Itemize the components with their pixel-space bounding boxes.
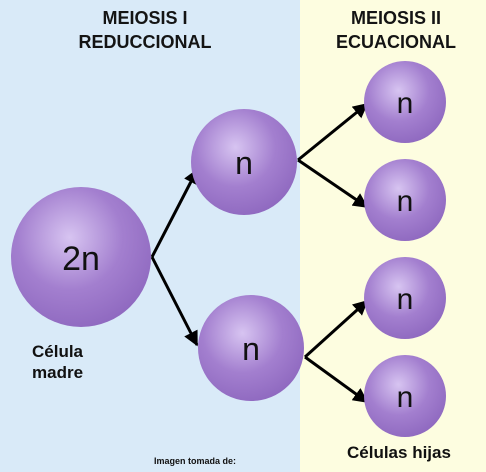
daughter-cell-3: n (364, 257, 446, 339)
meiosis2-title-line1: MEIOSIS II (350, 8, 442, 28)
arrow-bottom-to-daughter-3 (303, 299, 369, 359)
arrow-mother-to-bottom (150, 256, 199, 347)
meiosis1-bottom-cell: n (198, 295, 304, 401)
daughter-cell-4-label: n (397, 381, 414, 414)
arrow-top-to-daughter-1 (297, 102, 369, 162)
arrow-top-to-daughter-2 (297, 158, 369, 209)
meiosis1-title-line1: MEIOSIS I (102, 8, 188, 28)
meiosis1-title: MEIOSIS I REDUCCIONAL (40, 6, 250, 54)
daughter-cell-4: n (364, 355, 446, 437)
meiosis1-bottom-cell-label: n (242, 331, 260, 367)
meiosis2-title-line2: ECUACIONAL (336, 32, 456, 52)
mother-cell-caption-line2: madre (32, 363, 84, 382)
arrow-mother-to-top (150, 168, 199, 258)
mother-cell-caption: Célula madre (32, 341, 83, 383)
arrow-bottom-to-daughter-4 (304, 355, 369, 404)
mother-cell: 2n (11, 187, 151, 327)
mother-cell-label: 2n (62, 240, 100, 278)
daughter-cell-2-label: n (397, 185, 414, 218)
daughter-cell-1: n (364, 61, 446, 143)
mother-cell-caption-line1: Célula (32, 342, 84, 361)
daughter-cells-caption: Células hijas (347, 443, 451, 462)
meiosis1-top-cell: n (191, 109, 297, 215)
meiosis1-title-line2: REDUCCIONAL (78, 32, 212, 52)
image-credit: Imagen tomada de: (154, 456, 237, 466)
daughter-cell-1-label: n (397, 87, 414, 120)
daughter-cell-2: n (364, 159, 446, 241)
daughter-cell-3-label: n (397, 283, 414, 316)
meiosis2-title: MEIOSIS II ECUACIONAL (310, 6, 482, 54)
meiosis1-top-cell-label: n (235, 145, 253, 181)
